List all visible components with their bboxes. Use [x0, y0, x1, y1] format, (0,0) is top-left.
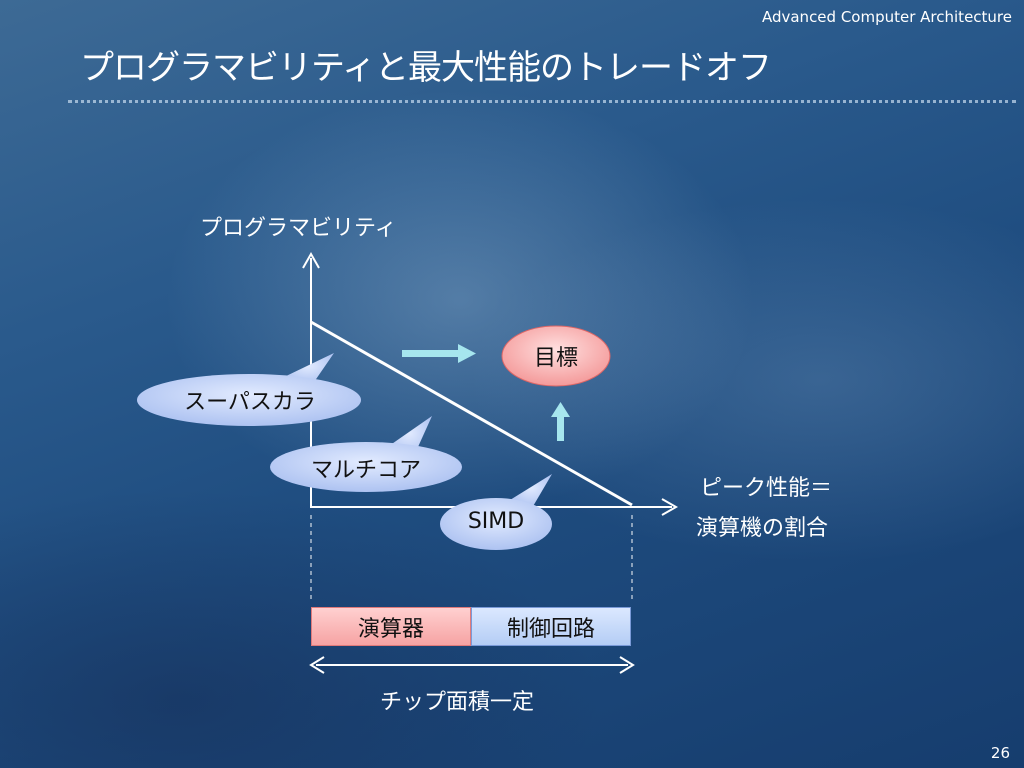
control-circuit-block: 制御回路: [471, 607, 631, 646]
x-axis-arrowhead: [661, 498, 679, 516]
y-axis-arrowhead: [302, 251, 320, 269]
callout-simd: [440, 474, 552, 550]
goal-ellipse: [501, 325, 611, 387]
up-hint-arrow: [551, 402, 570, 441]
x-axis-label-line2: 演算機の割合: [696, 516, 829, 541]
callout-multicore: [270, 416, 462, 492]
chip-area-label: チップ面積一定: [380, 690, 535, 715]
callout-superscalar-label: スーパスカラ: [184, 390, 316, 415]
chip-area-arrowhead-right: [619, 656, 635, 674]
compute-unit-block: 演算器: [311, 607, 471, 646]
callout-multicore-label: マルチコア: [310, 458, 421, 483]
goal-label: 目標: [533, 346, 578, 371]
title-divider: [68, 100, 1016, 103]
right-hint-arrow: [402, 344, 476, 363]
tradeoff-line: [310, 320, 633, 507]
chip-area-arrowhead-left: [309, 656, 325, 674]
slide-title: プログラマビリティと最大性能のトレードオフ: [80, 48, 772, 88]
course-name: Advanced Computer Architecture: [761, 8, 1012, 26]
callout-simd-label: SIMD: [467, 509, 525, 534]
y-axis-label: プログラマビリティ: [200, 216, 397, 241]
callout-superscalar: [137, 353, 361, 426]
x-axis-label-line1: ピーク性能＝: [700, 476, 833, 501]
page-number: 26: [990, 744, 1010, 762]
